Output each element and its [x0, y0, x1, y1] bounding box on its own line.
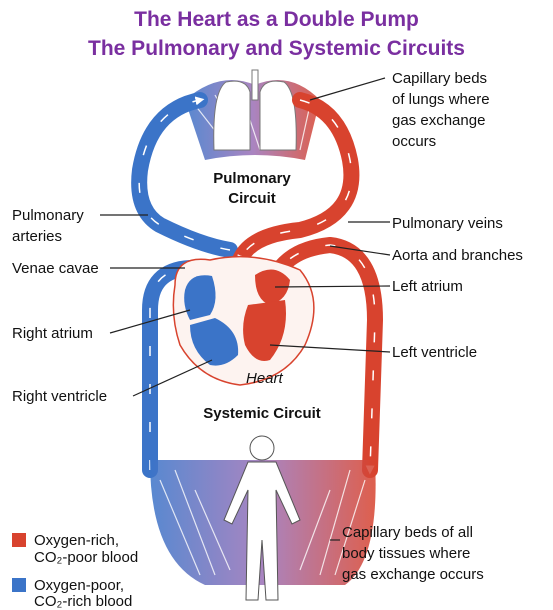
label-capillary-lungs-1: Capillary beds	[392, 70, 487, 87]
label-capillary-body-1: Capillary beds of all	[342, 524, 473, 541]
heart-illustration	[173, 257, 314, 385]
label-capillary-lungs-4: occurs	[392, 133, 436, 150]
label-right-atrium: Right atrium	[12, 325, 93, 342]
label-left-atrium: Left atrium	[392, 278, 463, 295]
label-pulmonary-circuit-2: Circuit	[228, 190, 276, 207]
label-capillary-lungs-2: of lungs where	[392, 91, 490, 108]
label-capillary-lungs-3: gas exchange	[392, 112, 485, 129]
label-pulmonary-arteries-2: arteries	[12, 228, 62, 245]
label-aorta: Aorta and branches	[392, 247, 523, 264]
legend: Oxygen-rich, CO₂-poor blood Oxygen-poor,…	[12, 532, 138, 610]
label-pulmonary-arteries-1: Pulmonary	[12, 207, 84, 224]
label-heart: Heart	[246, 370, 284, 387]
label-left-ventricle: Left ventricle	[392, 344, 477, 361]
legend-oxygen-poor-1: Oxygen-poor,	[34, 577, 124, 594]
legend-oxygen-rich-2: CO₂-poor blood	[34, 549, 138, 566]
legend-swatch-oxygen-poor	[12, 578, 26, 592]
legend-oxygen-rich-1: Oxygen-rich,	[34, 532, 119, 549]
right-atrium-chamber	[184, 275, 215, 320]
label-capillary-body-3: gas exchange occurs	[342, 566, 484, 583]
legend-swatch-oxygen-rich	[12, 533, 26, 547]
label-systemic-circuit: Systemic Circuit	[203, 405, 321, 422]
label-pulmonary-veins: Pulmonary veins	[392, 215, 503, 232]
legend-oxygen-poor-2: CO₂-rich blood	[34, 593, 132, 610]
label-capillary-body-2: body tissues where	[342, 545, 470, 562]
label-pulmonary-circuit-1: Pulmonary	[213, 170, 291, 187]
label-venae-cavae: Venae cavae	[12, 260, 99, 277]
label-right-ventricle: Right ventricle	[12, 388, 107, 405]
